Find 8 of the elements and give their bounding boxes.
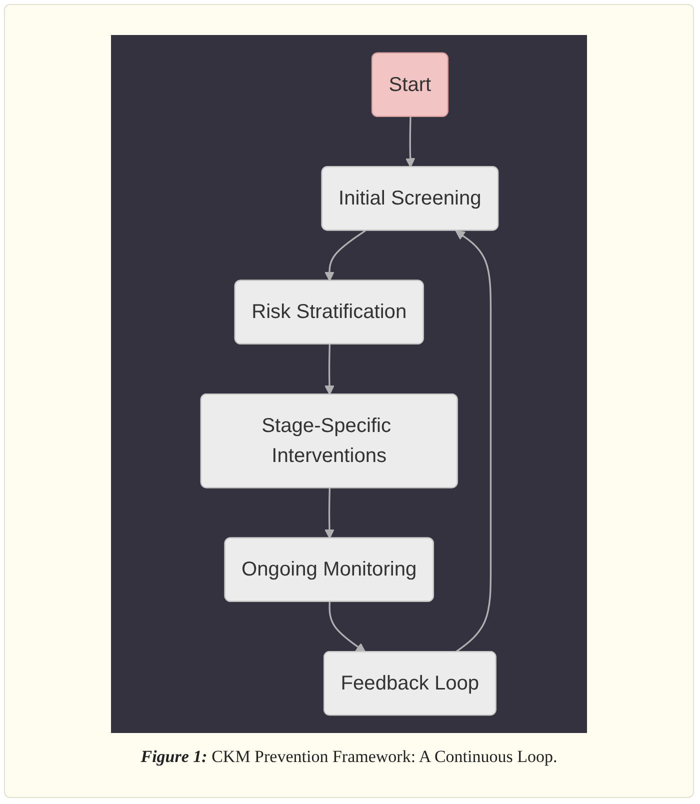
figure-caption: Figure 1: CKM Prevention Framework: A Continuous Loop. <box>140 747 558 767</box>
arrow <box>324 488 334 539</box>
arrow <box>328 602 366 653</box>
arrow <box>324 344 334 396</box>
arrow <box>404 117 415 168</box>
arrow <box>454 230 492 653</box>
diagram-background: Start Initial Screening Risk Stratification Stage-Specific Interventions Ongoing Monitoring Feedback Loop <box>111 35 587 733</box>
arrow <box>324 230 366 282</box>
